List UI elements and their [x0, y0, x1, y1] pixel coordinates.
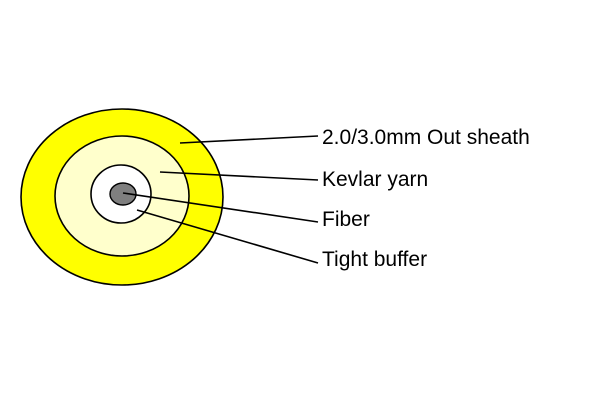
label-kevlar-yarn: Kevlar yarn: [322, 168, 428, 191]
leader-line-kevlar-yarn: [159, 171, 319, 181]
label-fiber: Fiber: [322, 208, 370, 231]
fiber-core: [109, 182, 137, 206]
leader-line-tight-buffer: [136, 209, 319, 264]
leader-lines: [122, 135, 319, 264]
leader-line-fiber: [122, 192, 319, 223]
label-out-sheath: 2.0/3.0mm Out sheath: [322, 126, 530, 149]
label-tight-buffer: Tight buffer: [322, 248, 427, 271]
leader-line-out-sheath: [179, 135, 319, 144]
layer-labels: 2.0/3.0mm Out sheath Kevlar yarn Fiber T…: [322, 126, 530, 271]
cable-cross-section: [20, 108, 224, 286]
